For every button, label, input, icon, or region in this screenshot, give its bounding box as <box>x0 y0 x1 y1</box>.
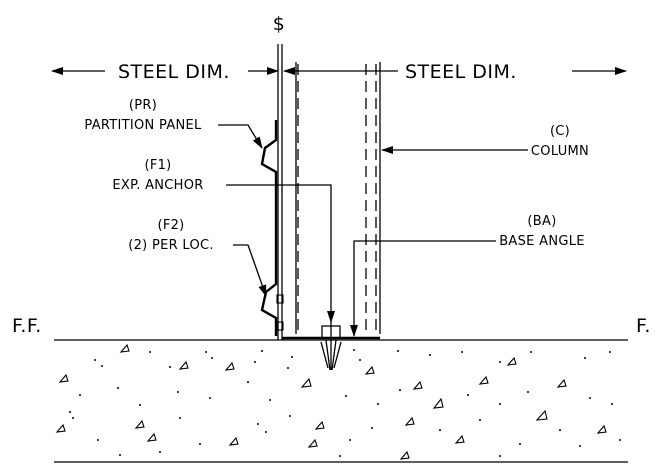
column <box>295 62 381 334</box>
f2-text: (2) PER LOC. <box>128 238 214 253</box>
callout-per-loc: (F2) (2) PER LOC. <box>128 218 267 297</box>
steel-dim-right: STEEL DIM. <box>283 61 627 83</box>
callout-partition-panel: (PR) PARTITION PANEL <box>84 98 263 149</box>
pr-tag: (PR) <box>129 98 157 113</box>
callout-exp-anchor: (F1) EXP. ANCHOR <box>112 158 335 323</box>
ba-tag: (BA) <box>527 214 556 229</box>
ff-right-label: F. <box>636 315 651 337</box>
pr-text: PARTITION PANEL <box>84 118 202 133</box>
c-tag: (C) <box>550 124 570 139</box>
steel-dim-right-label: STEEL DIM. <box>405 61 517 83</box>
concrete-hatch <box>55 343 607 460</box>
callout-column: (C) COLUMN <box>381 124 589 159</box>
steel-dim-left: STEEL DIM. <box>51 61 279 83</box>
ba-text: BASE ANGLE <box>499 234 585 249</box>
callout-base-angle: (BA) BASE ANGLE <box>350 214 585 337</box>
steel-dim-left-label: STEEL DIM. <box>118 61 230 83</box>
f1-tag: (F1) <box>144 158 171 173</box>
f2-tag: (F2) <box>157 218 184 233</box>
concrete-dots <box>69 349 621 457</box>
f1-text: EXP. ANCHOR <box>112 178 203 193</box>
panel-fasteners <box>276 294 284 331</box>
ff-left-label: F.F. <box>12 315 42 337</box>
centerline-symbol: $ <box>273 13 286 35</box>
expansion-anchor <box>320 338 342 371</box>
c-text: COLUMN <box>531 144 589 159</box>
partition-panel <box>260 120 278 336</box>
